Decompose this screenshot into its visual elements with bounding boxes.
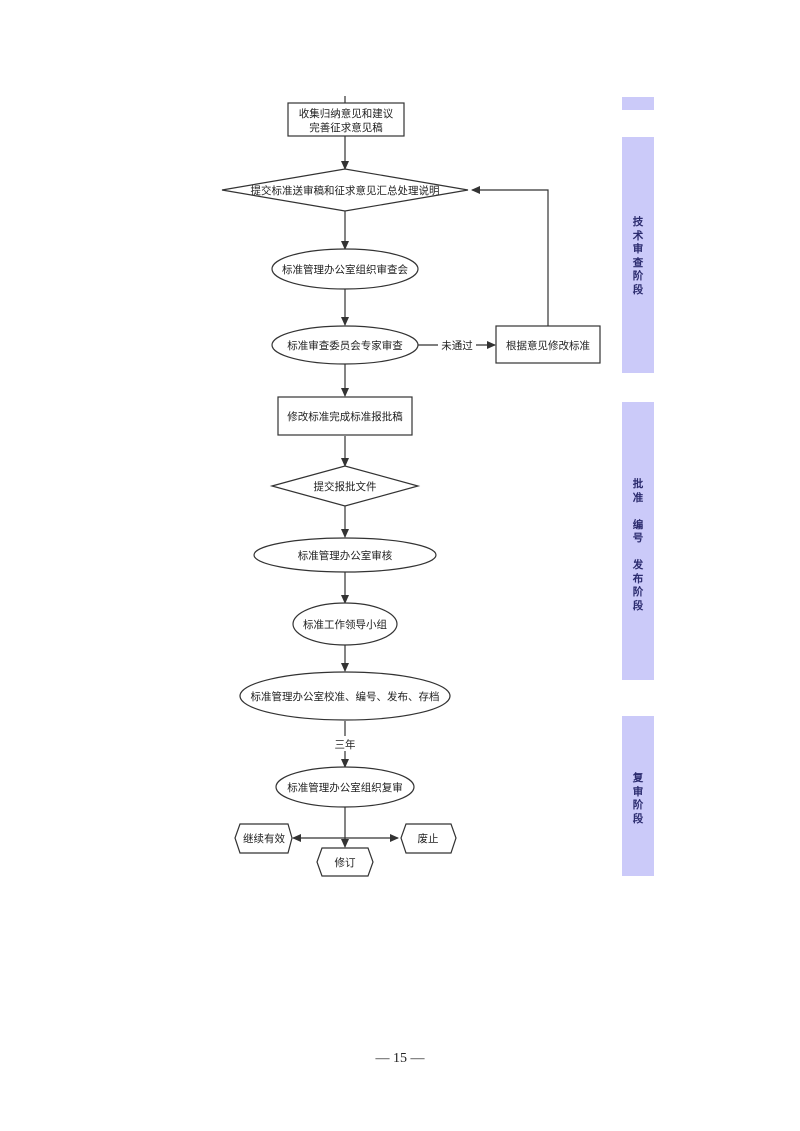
node-office-meeting	[271, 248, 419, 290]
node-submit-review	[221, 168, 469, 212]
stage-char: 术	[632, 229, 644, 242]
node-office-audit	[253, 537, 437, 573]
page-number: — 15 —	[375, 1051, 425, 1066]
stage-char: 段	[632, 283, 644, 296]
stage-char: 批	[632, 478, 644, 490]
stage-char: 段	[632, 599, 644, 612]
node-finish-draft	[277, 396, 413, 436]
node-office-publish	[239, 671, 451, 721]
label-submit-review: 提交标准送审稿和征求意见汇总处理说明	[251, 184, 440, 197]
label-collect-line1: 收集归纳意见和建议	[299, 107, 394, 120]
stage-approval-label: 批 准 编 号 发 布 阶 段	[622, 478, 654, 613]
stage-char: 审	[632, 243, 644, 255]
node-abolish	[400, 823, 457, 854]
stage-char: 复	[632, 772, 644, 784]
label-office-rereview: 标准管理办公室组织复审	[287, 781, 403, 794]
stage-char	[622, 546, 654, 560]
edge-revise-loop	[471, 186, 549, 326]
node-committee-review	[271, 325, 419, 365]
label-collect-line2: 完善征求意见稿	[309, 121, 383, 134]
label-submit-approval: 提交报批文件	[314, 480, 377, 493]
node-office-rereview	[275, 766, 415, 808]
node-revise	[316, 847, 374, 877]
label-office-audit: 标准管理办公室审核	[298, 549, 393, 562]
label-revise-per-comments: 根据意见修改标准	[506, 339, 590, 352]
label-office-meeting: 标准管理办公室组织审查会	[282, 263, 408, 276]
label-leading-group: 标准工作领导小组	[303, 618, 387, 631]
stage-char	[622, 505, 654, 519]
stage-technical-review: 技 术 审 查 阶 段	[622, 137, 654, 373]
stage-re-review: 复 审 阶 段	[622, 716, 654, 876]
stage-re-review-label: 复 审 阶 段	[622, 772, 654, 826]
stage-approval: 批 准 编 号 发 布 阶 段	[622, 402, 654, 680]
stage-char: 编	[632, 518, 644, 531]
edge-label-not-passed: 未通过	[441, 339, 473, 352]
stage-char: 审	[632, 785, 644, 798]
stage-char: 发	[632, 559, 644, 571]
node-leading-group	[292, 602, 398, 646]
stage-char: 阶	[632, 799, 644, 811]
label-office-publish: 标准管理办公室校准、编号、发布、存档	[251, 690, 440, 703]
stage-char: 准	[632, 491, 644, 504]
stage-char: 布	[632, 572, 644, 585]
node-submit-approval	[269, 465, 421, 507]
node-revise-per-comments	[495, 325, 601, 364]
stage-band-top	[622, 97, 654, 110]
label-abolish: 废止	[418, 832, 439, 845]
node-continue-valid	[234, 823, 293, 854]
stage-char: 段	[632, 812, 644, 825]
stage-char: 技	[632, 216, 644, 228]
label-revise: 修订	[335, 856, 356, 869]
node-collect	[287, 102, 405, 137]
label-finish-draft: 修改标准完成标准报批稿	[287, 410, 403, 423]
stage-char: 阶	[632, 586, 644, 598]
stage-technical-review-label: 技 术 审 查 阶 段	[622, 216, 654, 297]
stage-char: 阶	[632, 270, 644, 282]
stage-char: 号	[632, 532, 644, 544]
edge-label-three-years: 三年	[335, 738, 356, 751]
stage-char: 查	[632, 256, 644, 269]
label-continue-valid: 继续有效	[243, 832, 285, 845]
label-committee-review: 标准审查委员会专家审查	[287, 339, 403, 352]
